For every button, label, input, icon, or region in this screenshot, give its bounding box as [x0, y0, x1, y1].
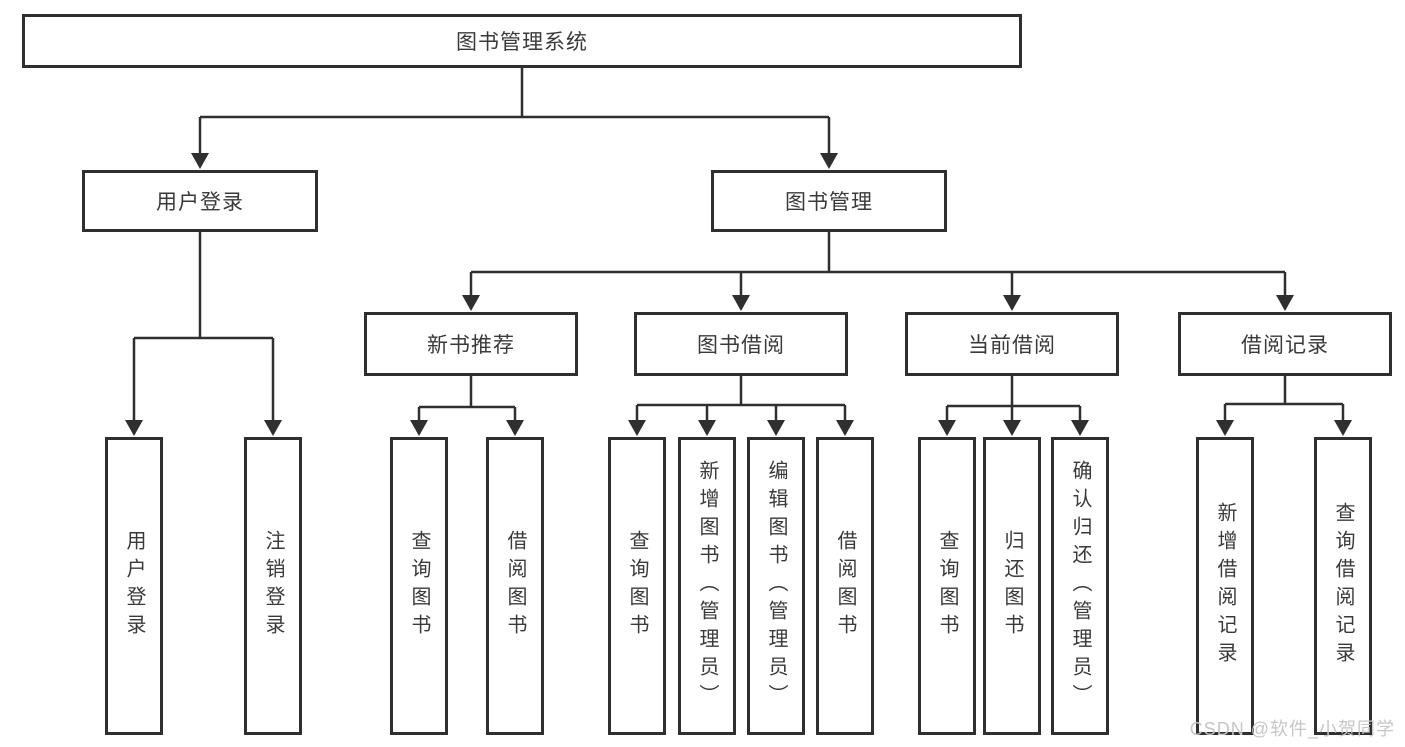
leaf-query-borrow-record: 查询借阅记录	[1314, 437, 1372, 735]
watermark: CSDN @软件_小贺同学	[1189, 719, 1395, 739]
node-root-system: 图书管理系统	[22, 14, 1022, 68]
node-label: 图书管理系统	[456, 31, 588, 54]
node-label: 图书借阅	[697, 334, 785, 357]
connector-new-book-branch	[410, 376, 524, 436]
leaf-label: 查询图书	[408, 530, 430, 642]
node-user-login-group: 用户登录	[82, 170, 318, 232]
node-label: 图书管理	[785, 191, 873, 214]
leaf-user-login: 用户登录	[105, 437, 163, 735]
node-label: 用户登录	[156, 191, 244, 214]
node-label: 新书推荐	[427, 334, 515, 357]
connector-current-borrow-branch	[938, 376, 1089, 436]
leaf-add-book-admin: 新增图书（管理员）	[678, 437, 736, 735]
node-book-management: 图书管理	[711, 170, 947, 232]
leaf-label: 归还图书	[1001, 530, 1023, 642]
connector-user-login-branch	[125, 232, 282, 436]
leaf-borrow-book-recommend: 借阅图书	[486, 437, 544, 735]
leaf-borrow-book: 借阅图书	[816, 437, 874, 735]
leaf-label: 确认归还（管理员）	[1069, 460, 1091, 712]
connector-book-borrow-branch	[628, 376, 854, 436]
leaf-label: 注销登录	[262, 530, 284, 642]
leaf-label: 编辑图书（管理员）	[765, 460, 787, 712]
node-borrow-record: 借阅记录	[1178, 312, 1392, 376]
leaf-logout: 注销登录	[244, 437, 302, 735]
leaf-label: 查询图书	[626, 530, 648, 642]
leaf-label: 借阅图书	[504, 530, 526, 642]
leaf-label: 用户登录	[123, 530, 145, 642]
leaf-query-book-borrow: 查询图书	[608, 437, 666, 735]
leaf-label: 借阅图书	[834, 530, 856, 642]
leaf-return-book: 归还图书	[983, 437, 1041, 735]
node-label: 借阅记录	[1241, 334, 1329, 357]
leaf-add-borrow-record: 新增借阅记录	[1196, 437, 1254, 735]
leaf-label: 新增借阅记录	[1214, 502, 1236, 670]
connector-root-to-level2	[191, 68, 838, 169]
connector-book-management-branch	[462, 232, 1294, 311]
node-current-borrow: 当前借阅	[905, 312, 1119, 376]
leaf-query-book-recommend: 查询图书	[390, 437, 448, 735]
node-label: 当前借阅	[968, 334, 1056, 357]
leaf-confirm-return-admin: 确认归还（管理员）	[1051, 437, 1109, 735]
leaf-label: 新增图书（管理员）	[696, 460, 718, 712]
node-new-book-recommend: 新书推荐	[364, 312, 578, 376]
leaf-label: 查询图书	[936, 530, 958, 642]
leaf-query-book-current: 查询图书	[918, 437, 976, 735]
connector-borrow-record-branch	[1216, 376, 1352, 436]
node-book-borrow: 图书借阅	[634, 312, 848, 376]
leaf-edit-book-admin: 编辑图书（管理员）	[747, 437, 805, 735]
leaf-label: 查询借阅记录	[1332, 502, 1354, 670]
